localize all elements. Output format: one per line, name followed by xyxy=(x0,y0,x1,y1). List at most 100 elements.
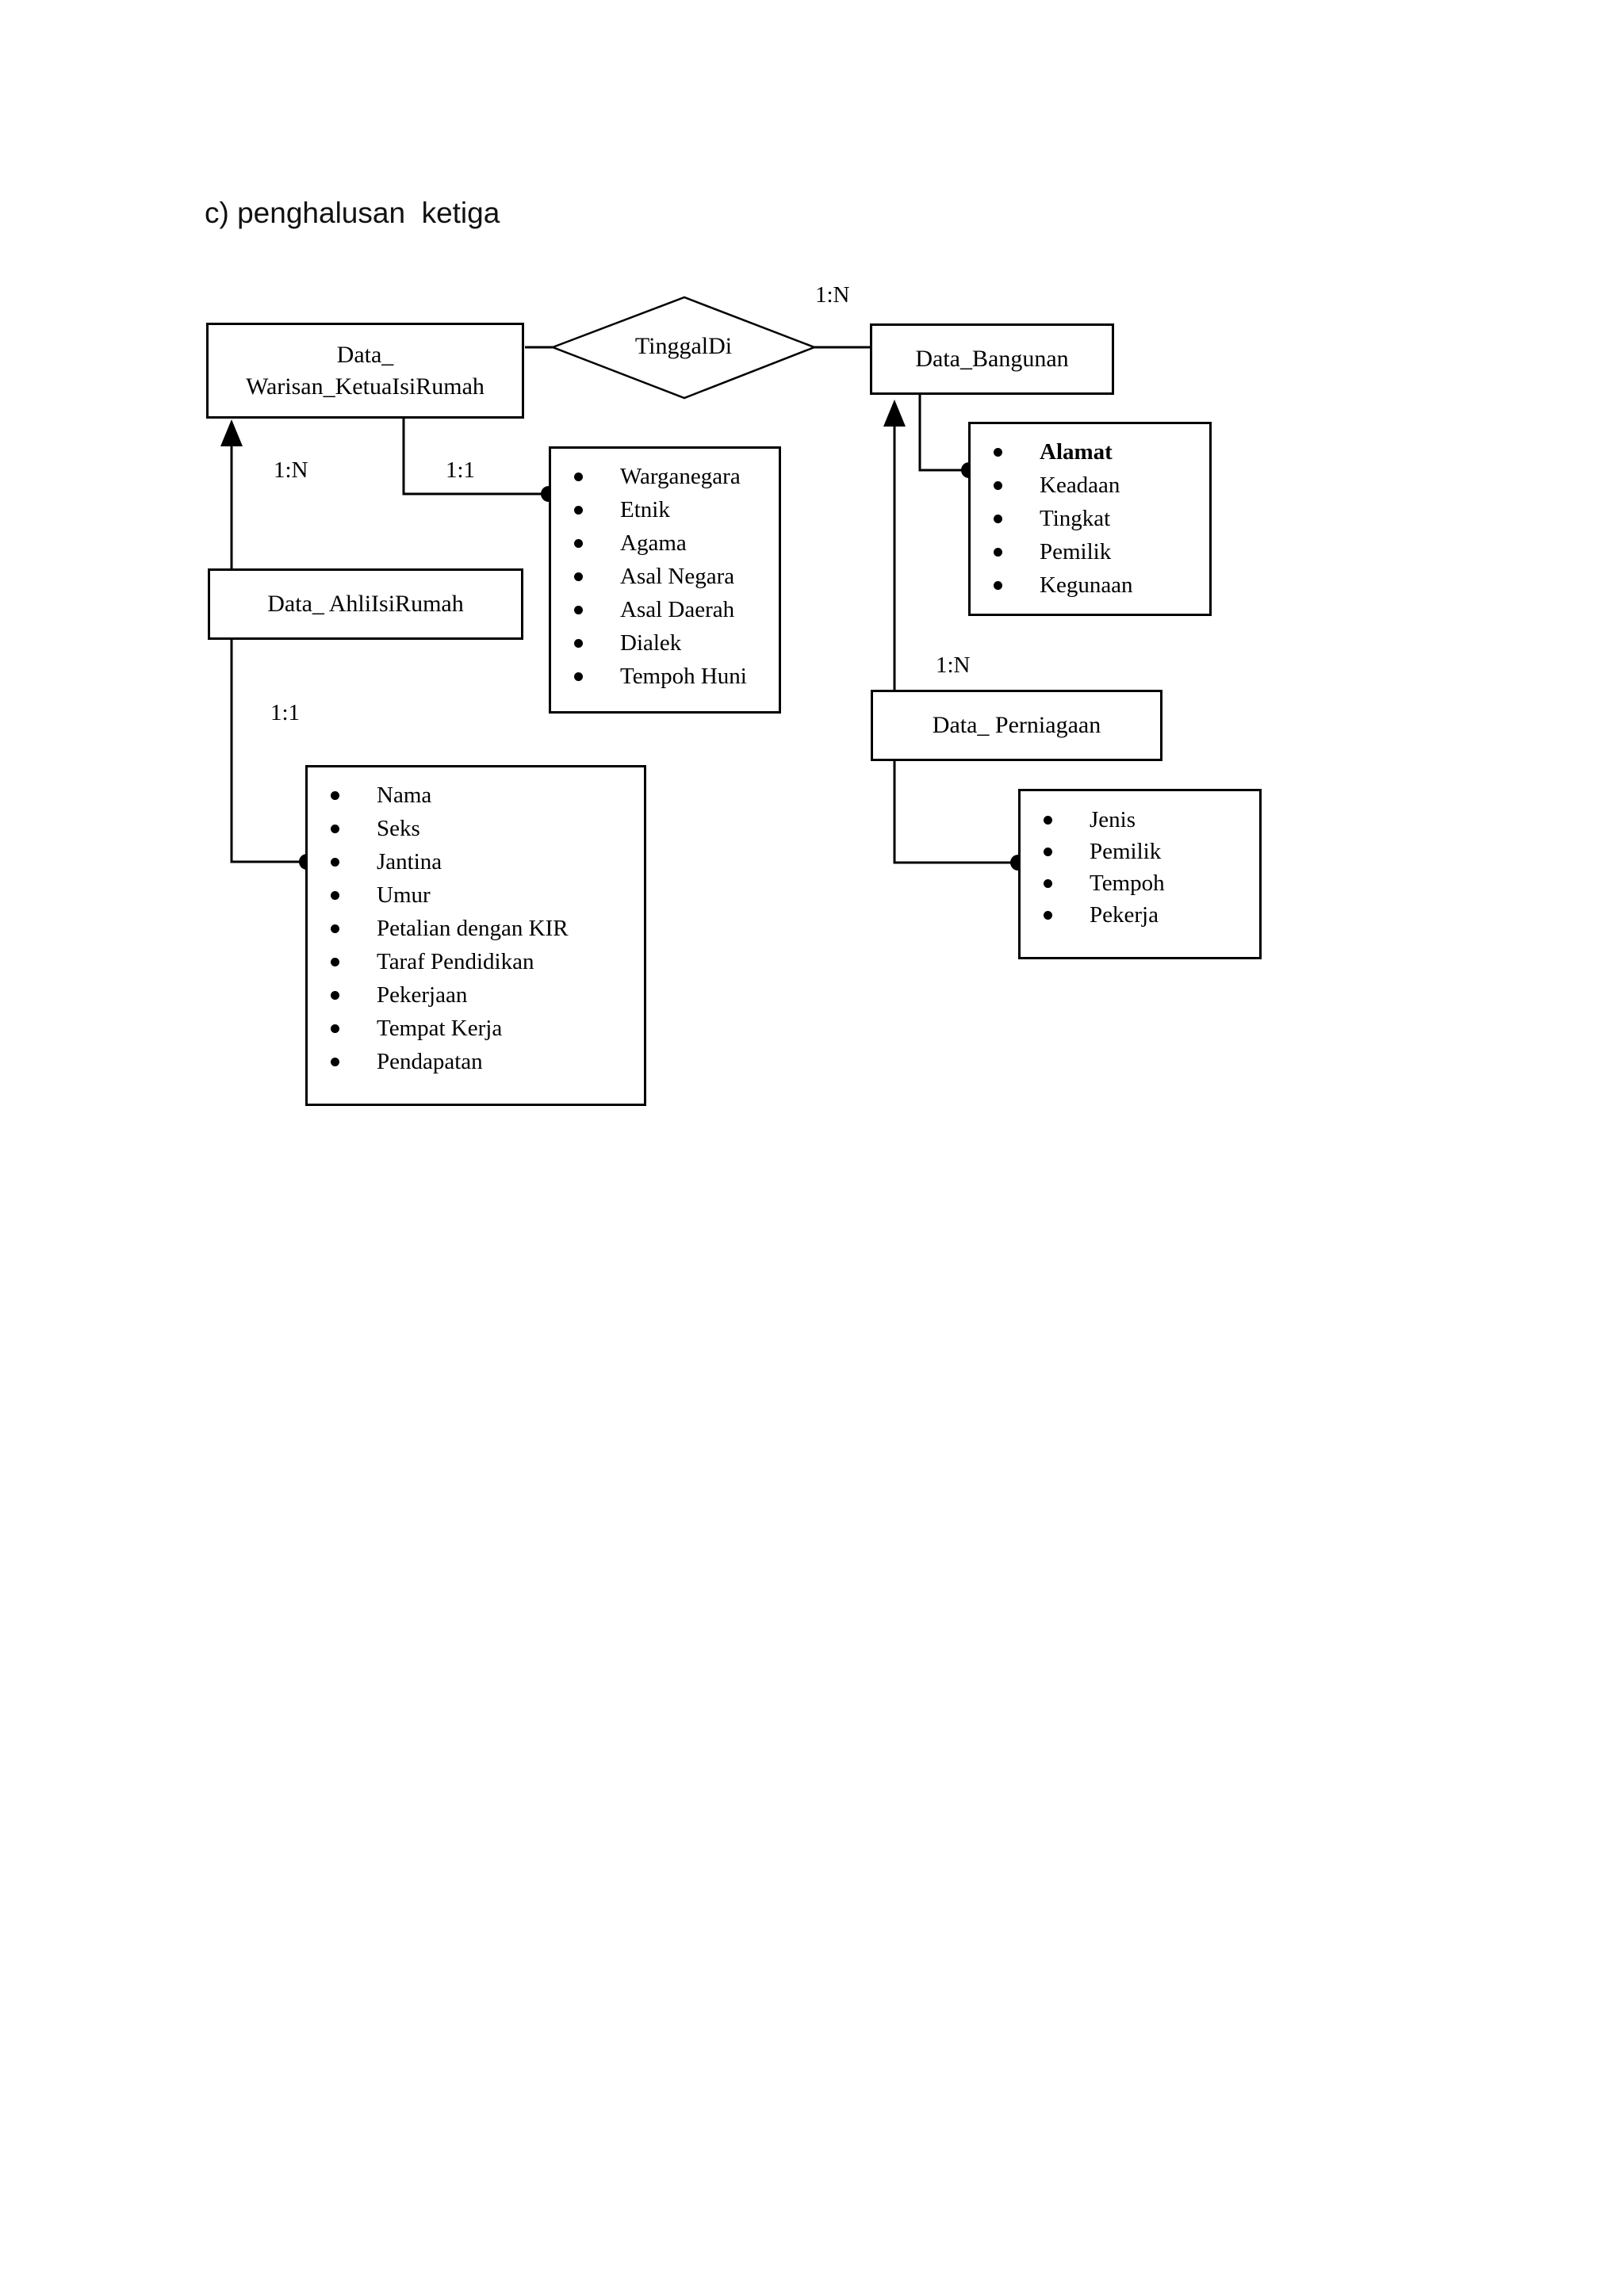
attribute-label: Alamat xyxy=(1040,438,1113,465)
attribute-item: Agama xyxy=(551,526,779,560)
cardinality-tinggaldi-bangunan: 1:N xyxy=(815,282,850,308)
attribute-item: Kegunaan xyxy=(971,568,1209,602)
attribute-label: Pemilik xyxy=(1040,538,1112,564)
attribute-label: Seks xyxy=(377,815,420,841)
attribute-label: Taraf Pendidikan xyxy=(377,948,534,974)
attribute-box-bangunan: Alamat Keadaan Tingkat Pemilik Kegunaan xyxy=(968,422,1212,616)
attribute-label: Warganegara xyxy=(620,463,741,489)
entity-ahlisirumah: Data_ AhliIsiRumah xyxy=(208,568,523,640)
bullet-icon xyxy=(1044,815,1052,825)
attribute-label: Umur xyxy=(377,882,431,908)
bullet-icon xyxy=(331,990,339,1000)
bullet-icon xyxy=(1044,878,1052,888)
page-title: c) penghalusan ketiga xyxy=(205,197,500,229)
attribute-item: Warganegara xyxy=(551,460,779,493)
attribute-item: Nama xyxy=(308,779,644,812)
attribute-item: Pekerjaan xyxy=(308,978,644,1012)
attribute-item: Umur xyxy=(308,878,644,912)
attribute-item: Asal Daerah xyxy=(551,593,779,626)
attribute-item: Tingkat xyxy=(971,502,1209,535)
attribute-item: Jantina xyxy=(308,845,644,878)
bullet-icon xyxy=(331,957,339,966)
connector-perniagaan-attrs xyxy=(893,761,1013,864)
bullet-icon xyxy=(574,638,583,648)
bullet-icon xyxy=(1044,847,1052,856)
bullet-icon xyxy=(331,1024,339,1033)
attribute-label: Pendapatan xyxy=(377,1048,483,1074)
attribute-item: Asal Negara xyxy=(551,560,779,593)
attribute-item: Pendapatan xyxy=(308,1045,644,1078)
attribute-label: Tingkat xyxy=(1040,505,1111,531)
entity-warisan-label-line2: Warisan_KetuaIsiRumah xyxy=(246,373,485,400)
bullet-icon xyxy=(574,605,583,614)
attribute-label: Pekerjaan xyxy=(377,982,468,1008)
cardinality-ahli-attrs: 1:1 xyxy=(270,700,301,725)
entity-warisan-label-line1: Data_ xyxy=(336,341,394,368)
attribute-label: Kegunaan xyxy=(1040,572,1133,598)
attribute-item: Alamat xyxy=(971,435,1209,469)
attribute-box-ahli: Nama Seks Jantina Umur Petalian dengan K… xyxy=(305,765,646,1106)
attribute-label: Tempat Kerja xyxy=(377,1015,503,1041)
attribute-item: Jenis xyxy=(1021,804,1259,836)
attribute-item: Seks xyxy=(308,812,644,845)
entity-perniagaan-label: Data_ Perniagaan xyxy=(932,712,1101,738)
bullet-icon xyxy=(994,447,1002,457)
attribute-label: Dialek xyxy=(620,629,682,656)
bullet-icon xyxy=(331,890,339,900)
attribute-label: Keadaan xyxy=(1040,472,1120,498)
attribute-label: Asal Daerah xyxy=(620,596,735,622)
attribute-item: Taraf Pendidikan xyxy=(308,945,644,978)
bullet-icon xyxy=(331,824,339,833)
attribute-label: Agama xyxy=(620,530,687,556)
bullet-icon xyxy=(574,572,583,581)
attribute-item: Pekerja xyxy=(1021,899,1259,931)
bullet-icon xyxy=(574,672,583,681)
entity-bangunan-label: Data_Bangunan xyxy=(915,346,1069,372)
attribute-label: Petalian dengan KIR xyxy=(377,915,569,941)
cardinality-ahli-warisan: 1:N xyxy=(274,457,308,483)
bullet-icon xyxy=(994,514,1002,523)
bullet-icon xyxy=(331,790,339,800)
attribute-item: Tempoh xyxy=(1021,867,1259,899)
bullet-icon xyxy=(574,505,583,515)
attribute-item: Dialek xyxy=(551,626,779,660)
bullet-icon xyxy=(574,472,583,481)
bullet-icon xyxy=(331,1057,339,1066)
attribute-item: Pemilik xyxy=(1021,836,1259,867)
attribute-label: Asal Negara xyxy=(620,563,735,589)
connector-ahli-attrs xyxy=(230,640,301,863)
arrowhead-up-warisan xyxy=(220,419,243,446)
arrowhead-up-bangunan xyxy=(883,400,906,427)
entity-bangunan: Data_Bangunan xyxy=(870,323,1114,395)
relationship-tinggaldi-label: TinggalDi xyxy=(634,333,733,359)
attribute-item: Keadaan xyxy=(971,469,1209,502)
entity-perniagaan: Data_ Perniagaan xyxy=(871,690,1162,761)
bullet-icon xyxy=(331,857,339,867)
attribute-item: Pemilik xyxy=(971,535,1209,568)
entity-ahli-label: Data_ AhliIsiRumah xyxy=(267,591,464,617)
attribute-box-perniagaan: Jenis Pemilik Tempoh Pekerja xyxy=(1018,789,1262,959)
attribute-item: Etnik xyxy=(551,493,779,526)
attribute-label: Tempoh xyxy=(1090,870,1165,896)
bullet-icon xyxy=(994,480,1002,490)
connector-bangunan-attrs xyxy=(918,395,963,472)
attribute-label: Pemilik xyxy=(1090,838,1162,864)
attribute-item: Tempat Kerja xyxy=(308,1012,644,1045)
attribute-label: Tempoh Huni xyxy=(620,663,747,689)
bullet-icon xyxy=(331,924,339,933)
attribute-label: Etnik xyxy=(620,496,670,522)
cardinality-perniagaan-bangunan: 1:N xyxy=(936,652,971,678)
cardinality-warisan-attrs: 1:1 xyxy=(446,457,476,483)
attribute-label: Jenis xyxy=(1090,806,1136,832)
attribute-label: Nama xyxy=(377,782,432,808)
entity-warisan-ketuaisirumah: Data_ Warisan_KetuaIsiRumah xyxy=(206,323,524,419)
bullet-icon xyxy=(994,580,1002,590)
attribute-label: Pekerja xyxy=(1090,901,1159,928)
bullet-icon xyxy=(574,538,583,548)
attribute-item: Petalian dengan KIR xyxy=(308,912,644,945)
bullet-icon xyxy=(994,547,1002,557)
bullet-icon xyxy=(1044,910,1052,920)
attribute-item: Tempoh Huni xyxy=(551,660,779,693)
attribute-box-warisan: Warganegara Etnik Agama Asal Negara Asal… xyxy=(549,446,781,714)
